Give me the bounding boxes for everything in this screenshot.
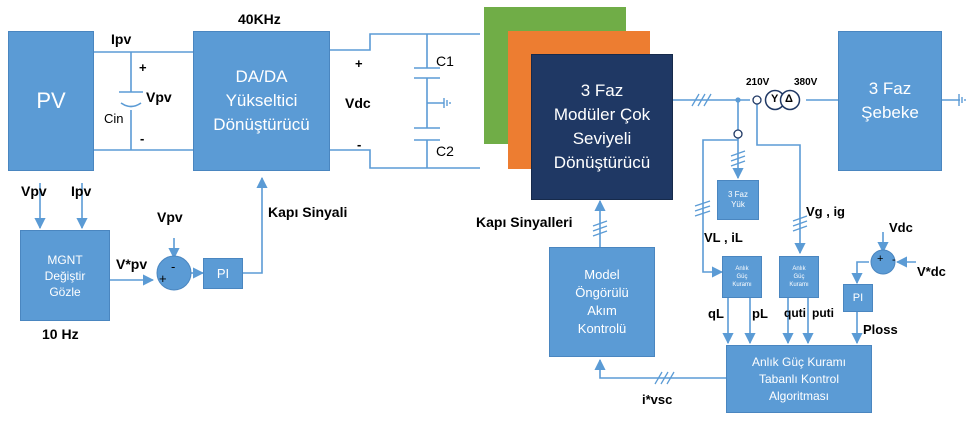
dcdc-line-3: Dönüştürücü — [213, 115, 310, 134]
label-c1: C1 — [436, 53, 454, 69]
mppt-block: MGNT Değiştir Gözle — [20, 230, 110, 321]
dcdc-line-2: Yükseltici — [225, 91, 298, 110]
grid-line-2: Şebeke — [861, 103, 919, 122]
label-plus-2: + — [355, 56, 363, 71]
model-line-3: Akım — [587, 303, 617, 318]
label-c2: C2 — [436, 143, 454, 159]
label-vdc-ref: V*dc — [917, 264, 946, 279]
pi-block-left: PI — [203, 258, 243, 289]
label-vdc-left: Vdc — [345, 95, 371, 111]
algo-line-2: Tabanlı Kontrol — [758, 371, 840, 386]
label-vpv-sum: Vpv — [157, 209, 183, 225]
label-pl: pL — [752, 306, 768, 321]
mppt-line-3: Gözle — [49, 284, 81, 299]
algo-line-1: Anlık Güç Kuramı — [751, 354, 847, 369]
label-gate-signal: Kapı Sinyali — [268, 204, 348, 220]
pq-block-load: Anlık Güç Kuramı — [722, 256, 762, 298]
transformer-y: Y — [771, 93, 779, 105]
pq2-line-1: Anlık — [792, 266, 806, 272]
sum-right-minus: - — [892, 254, 896, 266]
model-line-4: Kontrolü — [577, 321, 627, 336]
label-380v: 380V — [794, 77, 818, 88]
mppt-line-2: Değiştir — [44, 268, 86, 283]
label-vpv-ref: V*pv — [116, 256, 148, 272]
label-40khz: 40KHz — [238, 11, 281, 27]
label-vpv-cap: Vpv — [146, 89, 172, 105]
converter-line-4: Dönüştürücü — [553, 153, 651, 172]
algo-line-3: Algoritması — [768, 388, 830, 403]
dcdc-line-1: DA/DA — [235, 67, 288, 86]
mppt-line-1: MGNT — [47, 252, 83, 267]
label-minus-2: - — [357, 137, 362, 152]
sum-left-minus: - — [171, 259, 176, 274]
label-puti: puti — [812, 306, 834, 320]
pq-block-grid: Anlık Güç Kuramı — [779, 256, 819, 298]
pi-block-right: PI — [843, 284, 873, 312]
pq2-line-3: Kuramı — [789, 282, 809, 288]
label-plus-1: + — [139, 60, 147, 75]
control-algorithm-block: Anlık Güç Kuramı Tabanlı Kontrol Algorit… — [726, 345, 872, 413]
label-vdc-right: Vdc — [889, 220, 913, 235]
label-ql: qL — [708, 306, 724, 321]
label-cin: Cin — [104, 111, 124, 126]
dcdc-block: DA/DA Yükseltici Dönüştürücü — [193, 31, 330, 171]
pv-label: PV — [36, 88, 66, 113]
transformer-delta: Δ — [785, 93, 793, 105]
label-vg-ig: Vg , ig — [806, 204, 845, 219]
model-predictive-block: Model Öngörülü Akım Kontrolü — [549, 247, 655, 357]
label-ipv-top: Ipv — [111, 31, 132, 47]
label-10hz: 10 Hz — [42, 326, 79, 342]
load-line-2: Yük — [731, 200, 745, 209]
converter-block: 3 Faz Modüler Çok Seviyeli Dönüştürücü — [531, 54, 673, 200]
pq1-line-2: Güç — [736, 274, 748, 280]
label-ploss: Ploss — [863, 322, 898, 337]
transformer-secondary — [779, 89, 801, 111]
pq2-line-2: Güç — [793, 274, 805, 280]
pq1-line-1: Anlık — [735, 266, 749, 272]
summing-junction-left — [156, 255, 192, 291]
converter-line-2: Modüler Çok — [553, 105, 651, 124]
load-line-1: 3 Faz — [727, 190, 748, 199]
pi-right-label: PI — [852, 292, 864, 304]
label-vpv-in: Vpv — [21, 183, 47, 199]
label-vl-il: VL , iL — [704, 230, 743, 245]
label-minus-1: - — [140, 131, 145, 146]
sum-left-plus: + — [159, 271, 167, 286]
pi-left-label: PI — [216, 266, 230, 281]
label-gate-signals: Kapı Sinyalleri — [476, 214, 573, 230]
model-line-2: Öngörülü — [575, 285, 629, 300]
label-quti: quti — [784, 306, 806, 320]
label-210v: 210V — [746, 77, 770, 88]
model-line-1: Model — [584, 267, 620, 282]
label-ipv-in: Ipv — [71, 183, 92, 199]
converter-line-1: 3 Faz — [580, 81, 624, 100]
summing-junction-right — [870, 249, 896, 275]
pq1-line-3: Kuramı — [732, 282, 752, 288]
sum-right-plus: + — [877, 253, 884, 265]
label-ivsc: i*vsc — [642, 392, 673, 407]
pv-block: PV — [8, 31, 94, 171]
load-block: 3 Faz Yük — [717, 180, 759, 220]
grid-line-1: 3 Faz — [868, 79, 912, 98]
grid-block: 3 Faz Şebeke — [838, 31, 942, 171]
converter-line-3: Seviyeli — [572, 129, 632, 148]
